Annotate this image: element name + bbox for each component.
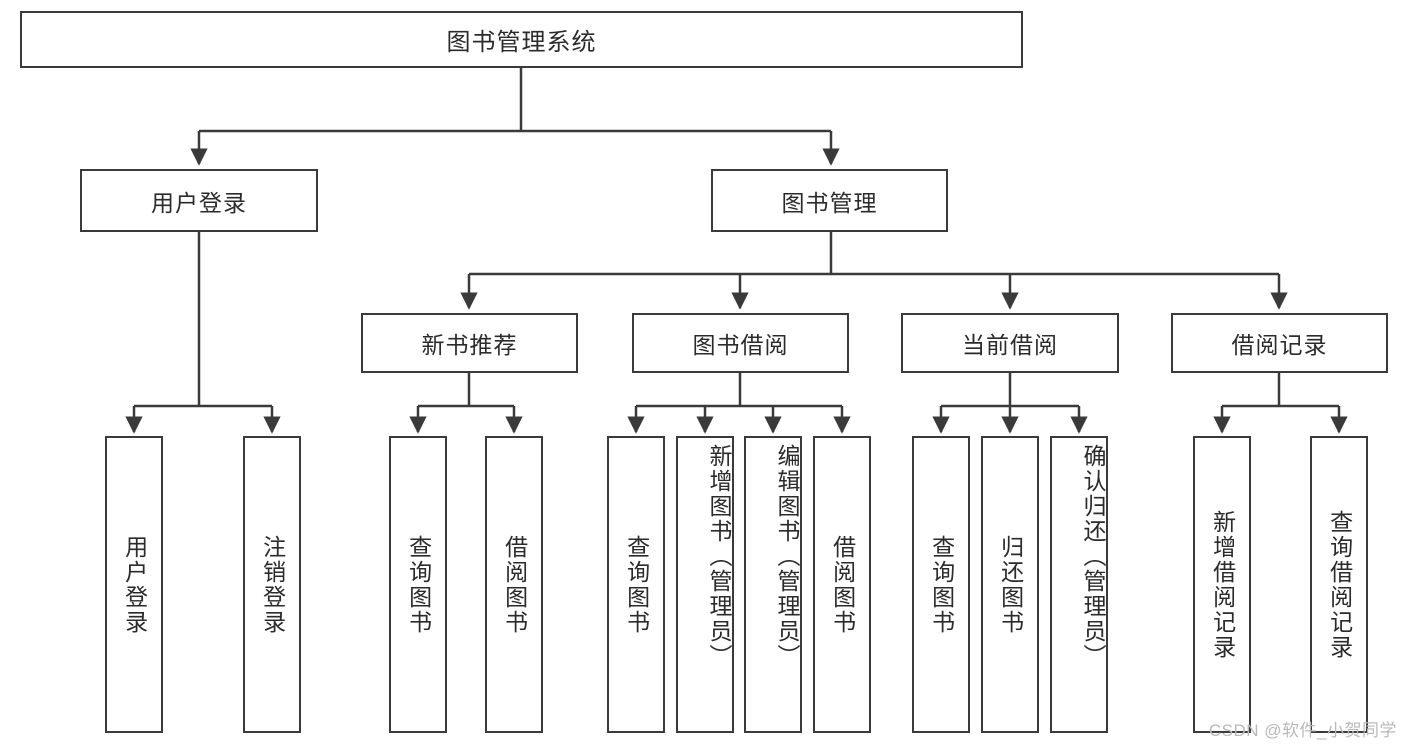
leaf-book-borrow-edit[interactable]: 编辑图书（管理员） bbox=[744, 436, 802, 733]
node-root-system[interactable]: 图书管理系统 bbox=[20, 11, 1023, 68]
leaf-user-login-signin[interactable]: 用户登录 bbox=[105, 436, 163, 733]
node-current-borrow[interactable]: 当前借阅 bbox=[901, 313, 1119, 373]
leaf-book-borrow-query[interactable]: 查询图书 bbox=[607, 436, 665, 733]
leaf-borrow-record-query[interactable]: 查询借阅记录 bbox=[1310, 436, 1368, 733]
node-book-management[interactable]: 图书管理 bbox=[711, 169, 948, 232]
watermark-text: CSDN @软件_小贺同学 bbox=[1208, 721, 1397, 740]
leaf-new-book-query[interactable]: 查询图书 bbox=[389, 436, 447, 733]
leaf-current-borrow-confirm-return[interactable]: 确认归还（管理员） bbox=[1050, 436, 1108, 733]
leaf-borrow-record-add[interactable]: 新增借阅记录 bbox=[1193, 436, 1251, 733]
leaf-book-borrow-add[interactable]: 新增图书（管理员） bbox=[676, 436, 734, 733]
node-book-borrow[interactable]: 图书借阅 bbox=[632, 313, 849, 373]
node-new-book-recommend[interactable]: 新书推荐 bbox=[361, 313, 578, 373]
leaf-current-borrow-return[interactable]: 归还图书 bbox=[981, 436, 1039, 733]
leaf-current-borrow-query[interactable]: 查询图书 bbox=[912, 436, 970, 733]
leaf-user-login-signout[interactable]: 注销登录 bbox=[243, 436, 301, 733]
node-borrow-record[interactable]: 借阅记录 bbox=[1171, 313, 1388, 373]
leaf-book-borrow-lend[interactable]: 借阅图书 bbox=[813, 436, 871, 733]
node-user-login[interactable]: 用户登录 bbox=[80, 169, 318, 232]
leaf-new-book-borrow[interactable]: 借阅图书 bbox=[485, 436, 543, 733]
